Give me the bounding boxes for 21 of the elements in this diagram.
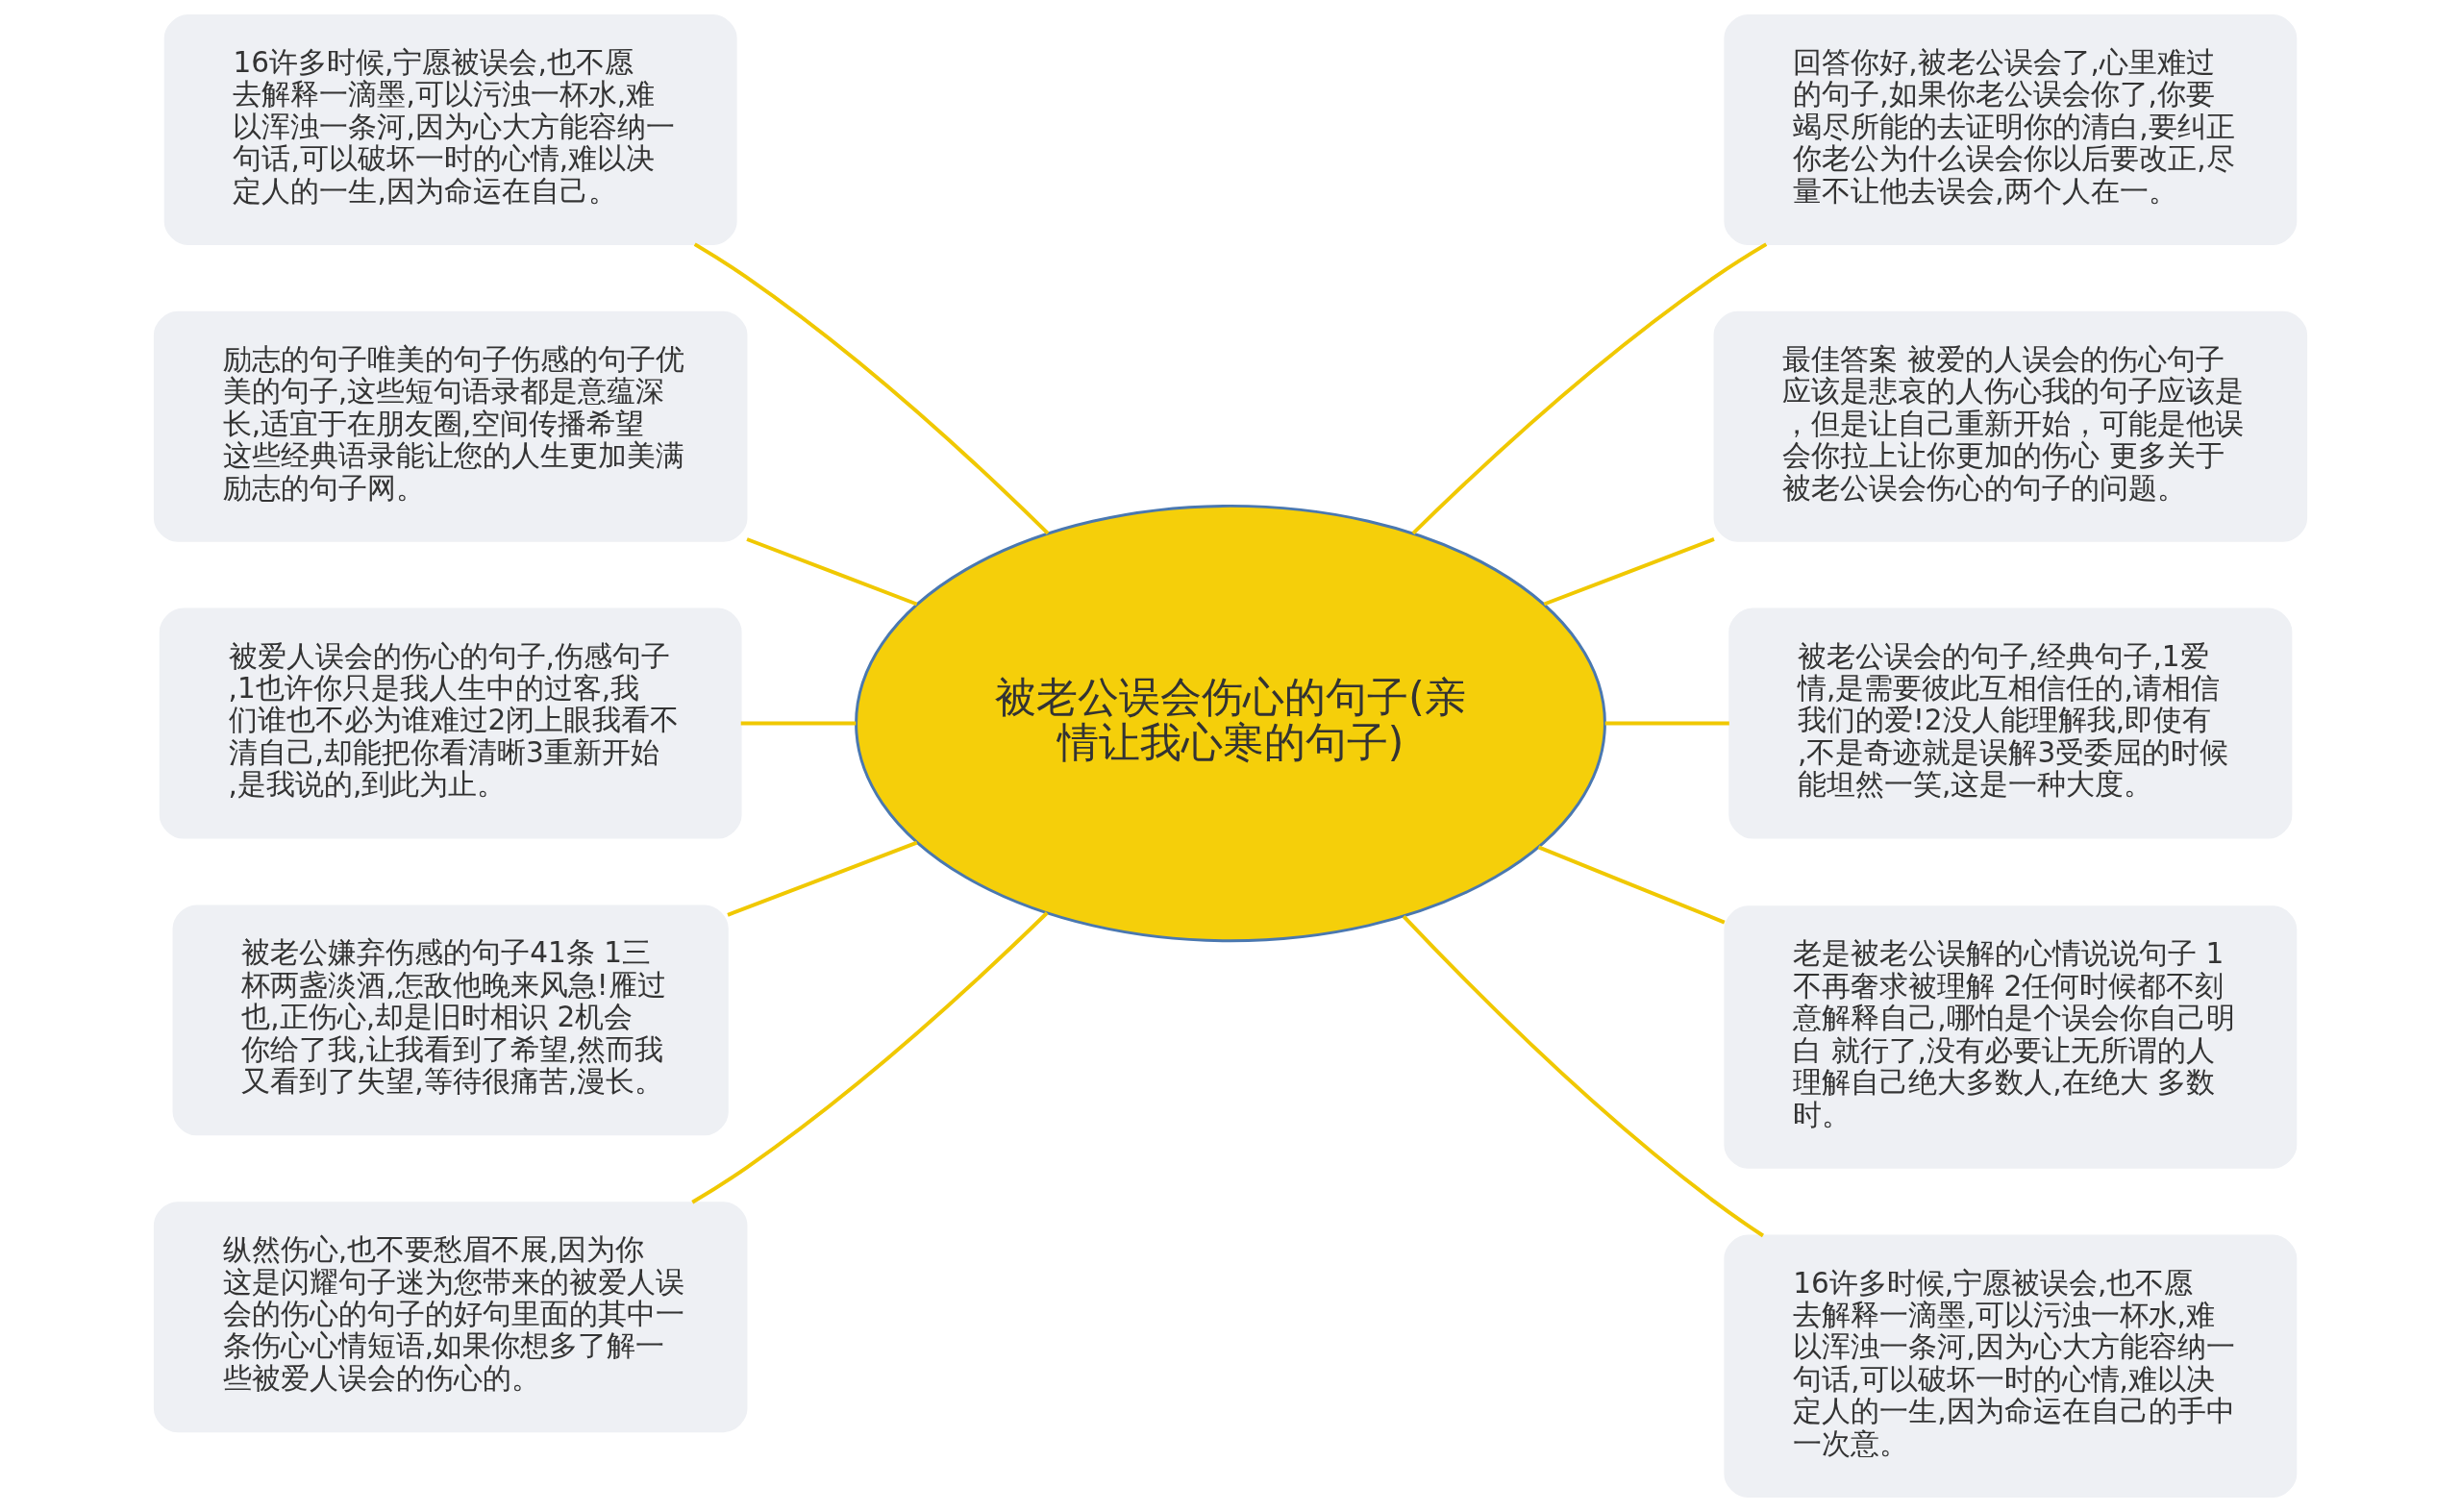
node-box: 被爱人误会的伤心的句子,伤感句子,1也许你只是我人生中的过客,我们谁也不必为谁难过2闭上眼我看不清自己,却能把你看清晰3重新开始,是我说的,到此为止。 <box>159 607 742 839</box>
connector <box>693 242 1050 535</box>
node-box: 纵然伤心,也不要愁眉不展,因为你这是闪耀句子迷为您带来的被爱人误会的伤心的句子的好句里面的其中一条伤心心情短语,如果你想多了解一些被爱人误会的伤心的。 <box>153 1202 748 1433</box>
connector <box>1604 721 1729 726</box>
connector <box>1543 537 1715 607</box>
node-box: 回答你好,被老公误会了,心里难过的句子,如果你老公误会你了,你要竭尽所能的去证明你的清白,要纠正你老公为什么误会你以后要改正,尽量不让他去误会,两个人在一。 <box>1724 14 2298 245</box>
connector <box>746 537 918 607</box>
node-box: 励志的句子唯美的句子伤感的句子优美的句子,这些短句语录都是意蕴深长,适宜于在朋友圈,空间传播希望这些经典语录能让您的人生更加美满励志的句子网。 <box>153 310 748 542</box>
node-box: 16许多时候,宁愿被误会,也不愿去解释一滴墨,可以污浊一杯水,难以浑浊一条河,因为心大方能容纳一句话,可以破坏一时的心情,难以决定人的一生,因为命运在自己的手中一次意。 <box>1724 1234 2298 1498</box>
node-box: 被老公误会的句子,经典句子,1爱情,是需要彼此互相信任的,请相信我们的爱!2没人能理解我,即使有,不是奇迹就是误解3受委屈的时候能坦然一笑,这是一种大度。 <box>1728 607 2293 839</box>
connector <box>740 721 857 726</box>
connector <box>691 911 1049 1204</box>
node-box: 老是被老公误解的心情说说句子 1不再奢求被理解 2任何时候都不刻意解释自己,哪怕是个误会你自己明白 就行了,没有必要让无所谓的人理解自己绝大多数人,在绝大 多数时。 <box>1724 905 2298 1169</box>
node-box: 被老公嫌弃伤感的句子41条 1三杯两盏淡酒,怎敌他晚来风急!雁过也,正伤心,却是旧时相识 2机会你给了我,让我看到了希望,然而我又看到了失望,等待很痛苦,漫长。 <box>172 905 729 1136</box>
node-box: 16许多时候,宁愿被误会,也不愿去解释一滴墨,可以污浊一杯水,难以浑浊一条河,因为心大方能容纳一句话,可以破坏一时的心情,难以决定人的一生,因为命运在自己。 <box>163 14 737 245</box>
node-ellipse: 被老公误会伤心的句子(亲情让我心寒的句子) <box>855 504 1606 943</box>
connector <box>1402 914 1765 1238</box>
node-box: 最佳答案 被爱的人误会的伤心句子应该是悲哀的人伤心我的句子应该是，但是让自己重新开始，可能是他误会你拉上让你更加的伤心 更多关于被老公误会伤心的句子的问题。 <box>1713 310 2308 542</box>
connector <box>1411 242 1768 535</box>
connector <box>727 840 918 917</box>
connector <box>1537 845 1726 925</box>
